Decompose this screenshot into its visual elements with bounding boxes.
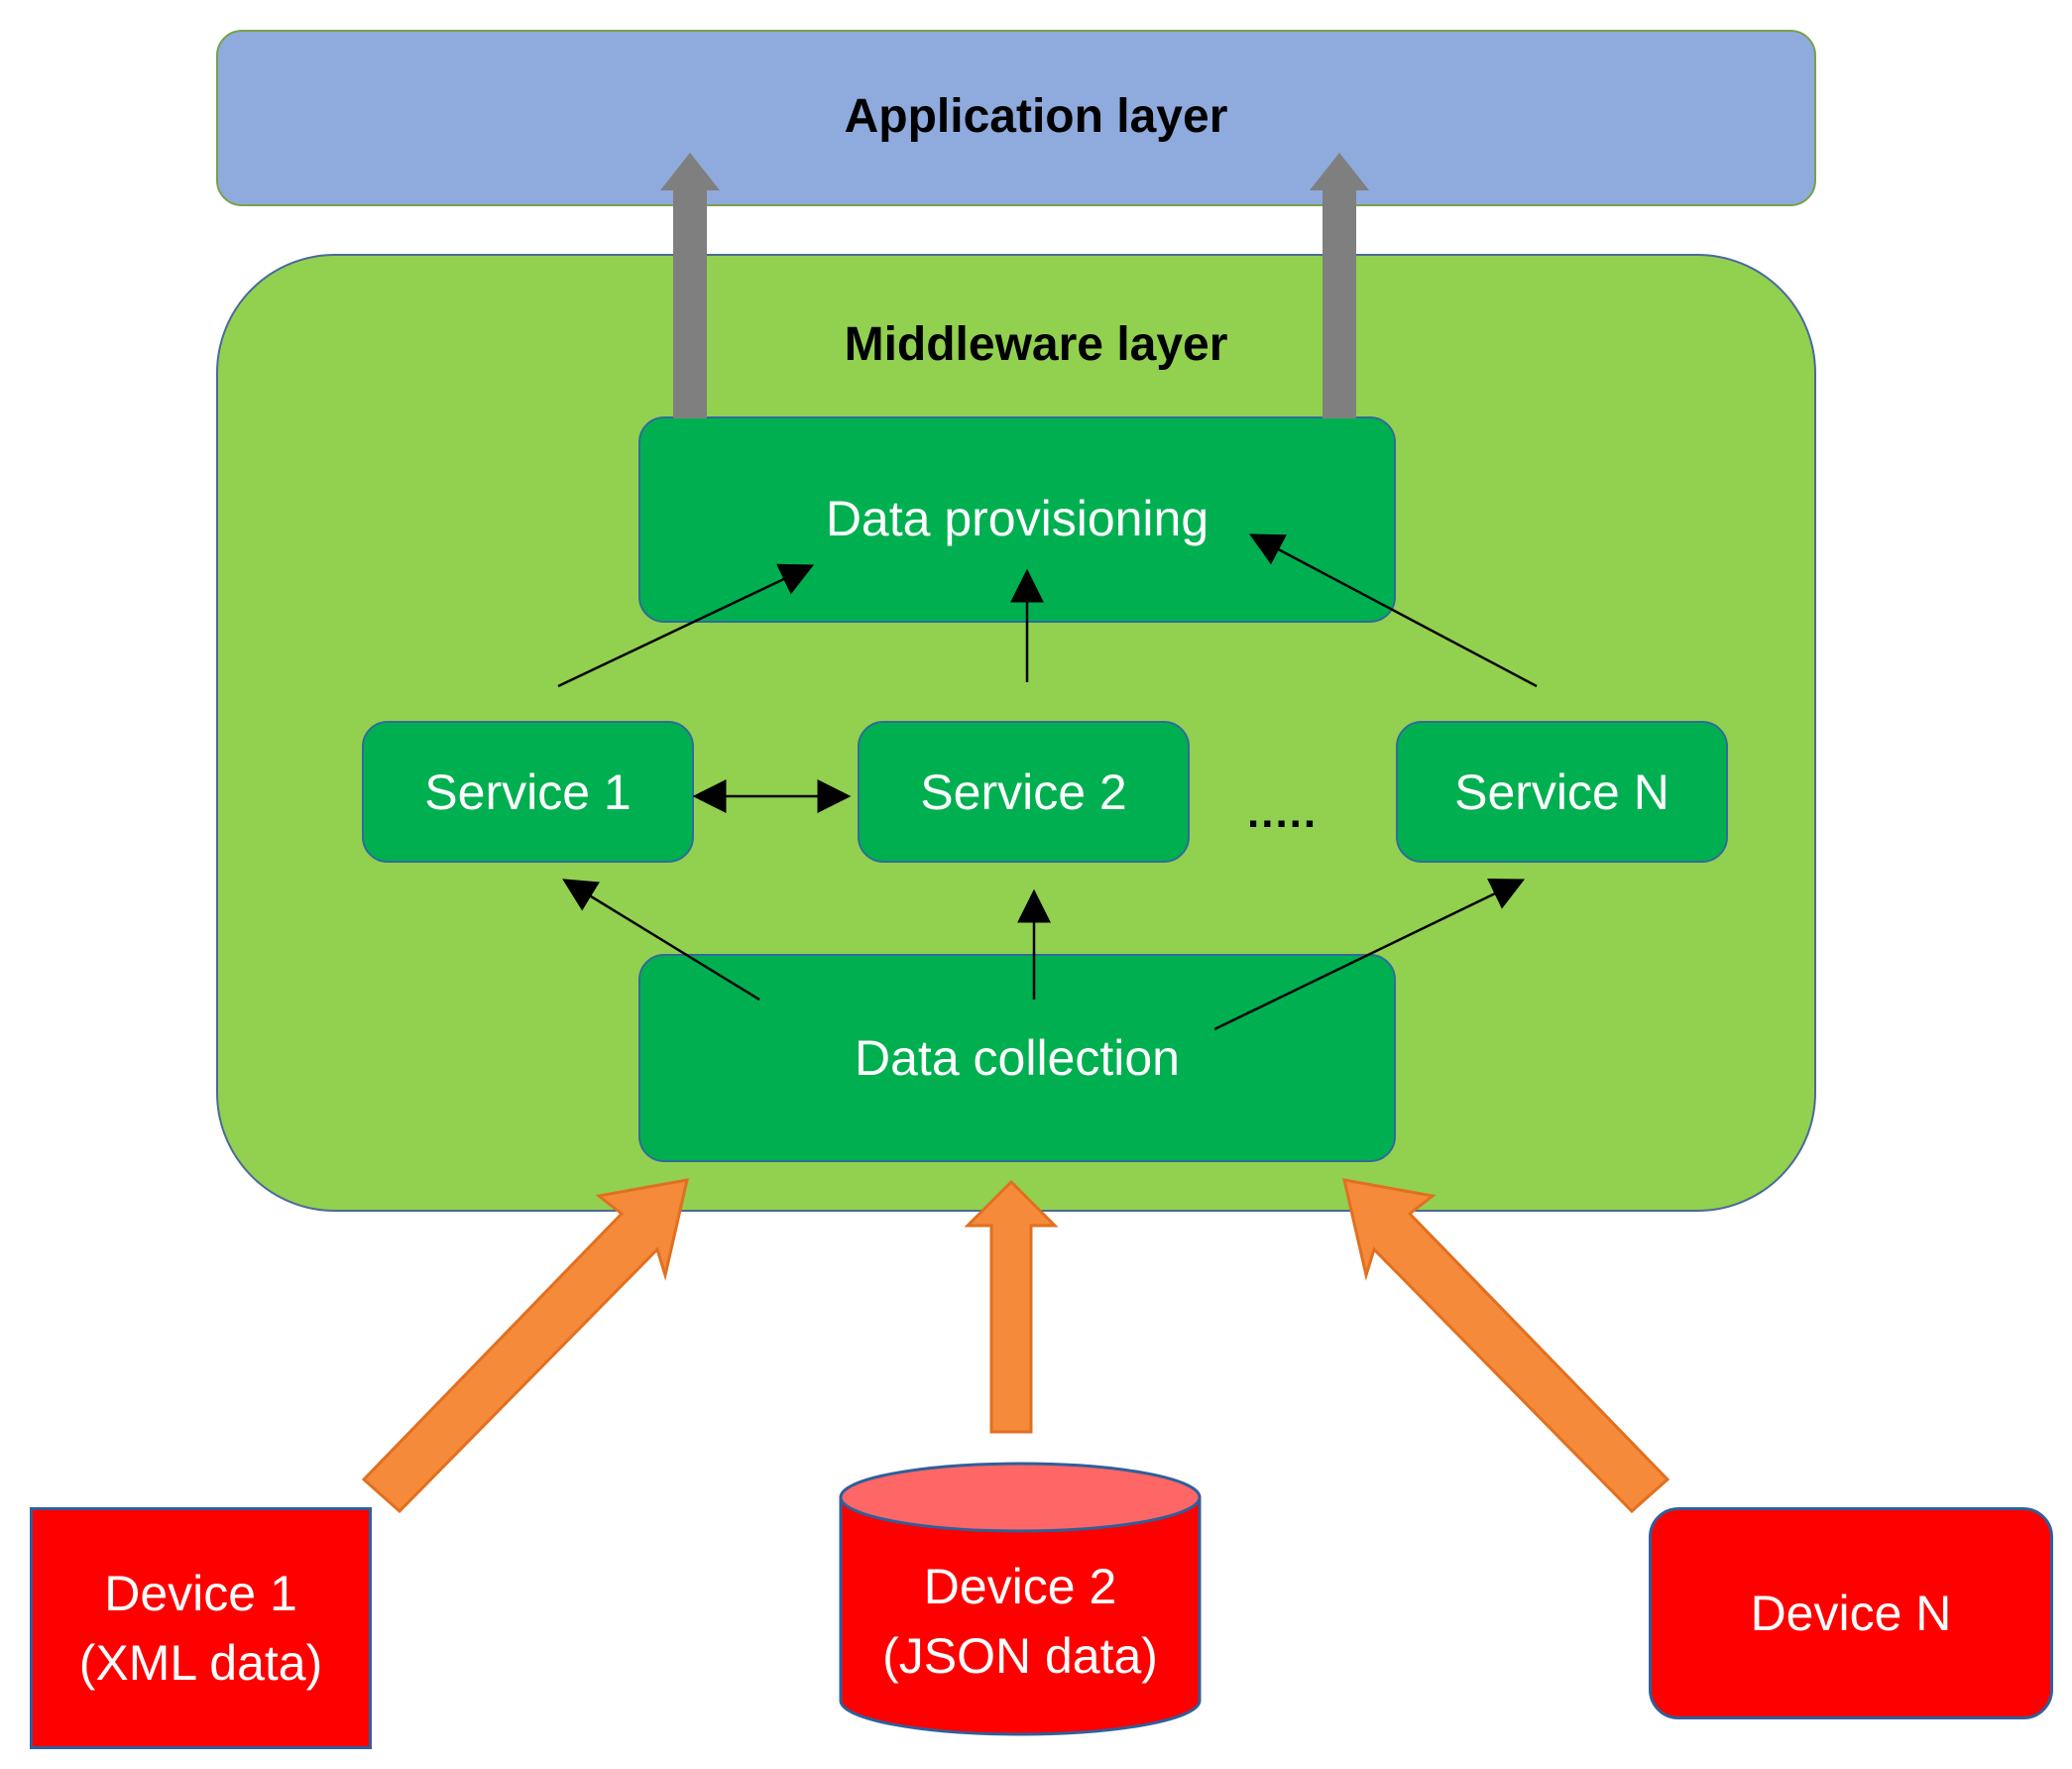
device-2-cylinder xyxy=(839,1462,1202,1736)
services-ellipsis: ..... xyxy=(1247,788,1319,837)
orange-arrow-deviceN xyxy=(1342,1178,1670,1514)
orange-arrow-device2 xyxy=(964,1179,1059,1434)
service-n-box: Service N xyxy=(1396,721,1728,863)
device-2-format: (JSON data) xyxy=(882,1628,1158,1684)
service-2-label: Service 2 xyxy=(920,764,1127,820)
application-layer xyxy=(216,30,1816,206)
service-2-box: Service 2 xyxy=(858,721,1190,863)
application-layer-title: Application layer xyxy=(844,90,1228,143)
gray-up-arrow-right xyxy=(1310,153,1369,418)
arrow-serviceN-to-provisioning xyxy=(1248,533,1538,688)
device-n-box: Device N xyxy=(1649,1507,2053,1719)
device-2-label: Device 2 (JSON data) xyxy=(841,1547,1200,1696)
device-1-format: (XML data) xyxy=(78,1635,323,1691)
service-1-label: Service 1 xyxy=(424,764,632,820)
orange-arrow-device1 xyxy=(361,1178,689,1514)
data-collection-box: Data collection xyxy=(638,954,1396,1162)
arrow-collection-to-service1 xyxy=(562,879,760,1002)
service-1-box: Service 1 xyxy=(362,721,694,863)
device-1-box: Device 1 (XML data) xyxy=(30,1507,372,1749)
service-n-label: Service N xyxy=(1454,764,1669,820)
arrow-collection-to-serviceN xyxy=(1213,879,1526,1031)
device-2-name: Device 2 xyxy=(923,1559,1117,1614)
data-provisioning-label: Data provisioning xyxy=(825,491,1209,546)
data-collection-label: Data collection xyxy=(855,1030,1180,1086)
gray-up-arrow-left xyxy=(660,153,720,418)
device-n-name: Device N xyxy=(1750,1586,1952,1641)
middleware-layer-title: Middleware layer xyxy=(844,318,1228,371)
arrow-service1-to-provisioning xyxy=(557,563,815,688)
device-1-name: Device 1 xyxy=(104,1566,297,1621)
